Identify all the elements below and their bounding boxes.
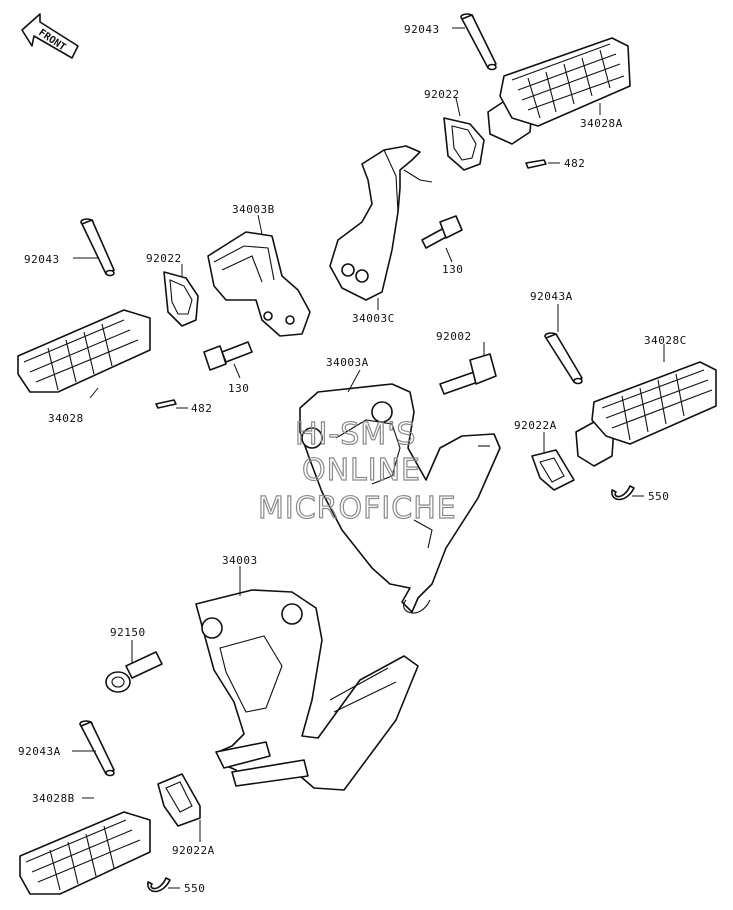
label-top-peg: 34028A [580, 117, 623, 130]
label-top-pin: 92043 [404, 23, 440, 36]
bottom-peg-assembly [19, 720, 201, 895]
main-bolt-part [105, 651, 163, 693]
right-peg-part [575, 361, 717, 467]
top-peg-part [487, 37, 631, 145]
left-washer-part [163, 271, 199, 327]
part-labels: 92043 92022 34028A 482 34003B 92043 9202… [18, 23, 687, 895]
right-washer-part [531, 449, 575, 491]
right-cotter-part [611, 485, 635, 501]
bottom-washer-part [157, 773, 201, 827]
front-arrow-icon: FRONT [21, 13, 79, 59]
label-center-bracket: 34003A [326, 356, 369, 369]
leader-lines [72, 27, 665, 889]
label-top-pin-clip: 482 [564, 157, 585, 170]
top-pin-part [460, 13, 497, 71]
watermark: HI-SM'S ONLINE MICROFICHE [257, 416, 457, 526]
left-peg-assembly [17, 218, 199, 409]
label-bottom-washer: 92022A [172, 844, 215, 857]
label-rear-right-bracket: 34003B [232, 203, 275, 216]
label-bottom-cotter: 550 [184, 882, 205, 895]
label-left-bolt: 130 [228, 382, 249, 395]
left-bolt-part [203, 341, 253, 371]
bottom-cotter-part [147, 877, 171, 893]
label-left-peg: 34028 [48, 412, 84, 425]
right-bracket-part [329, 145, 463, 301]
label-left-pin: 92043 [24, 253, 60, 266]
label-top-washer: 92022 [424, 88, 460, 101]
top-clip-part [525, 159, 547, 169]
label-main-bracket: 34003 [222, 554, 258, 567]
right-peg-assembly [531, 332, 717, 501]
main-bracket-part [195, 589, 419, 791]
label-right-pin: 92043A [530, 290, 573, 303]
center-bolt-part [439, 353, 497, 395]
right-bolt-part [421, 215, 463, 249]
label-bottom-pin: 92043A [18, 745, 61, 758]
label-right-bolt: 130 [442, 263, 463, 276]
top-washer-part [443, 117, 485, 171]
bottom-pin-part [79, 720, 115, 777]
center-bracket-part [299, 383, 501, 614]
watermark-line-1: HI-SM'S [295, 417, 416, 452]
label-left-pin-clip: 482 [191, 402, 212, 415]
left-peg-part [17, 309, 151, 393]
label-left-washer: 92022 [146, 252, 182, 265]
watermark-line-2: ONLINE [302, 453, 421, 488]
label-right-bracket: 34003C [352, 312, 395, 325]
label-main-bolt: 92150 [110, 626, 146, 639]
label-right-peg: 34028C [644, 334, 687, 347]
bottom-peg-part [19, 811, 151, 895]
label-center-bolt: 92002 [436, 330, 472, 343]
right-pin-part [544, 332, 583, 385]
left-pin-part [80, 218, 115, 277]
top-peg-assembly [443, 13, 631, 171]
label-right-cotter: 550 [648, 490, 669, 503]
label-right-washer: 92022A [514, 419, 557, 432]
rear-right-bracket-part [203, 231, 311, 371]
left-clip-part [155, 399, 177, 409]
label-bottom-peg: 34028B [32, 792, 75, 805]
watermark-line-3: MICROFICHE [258, 491, 457, 526]
